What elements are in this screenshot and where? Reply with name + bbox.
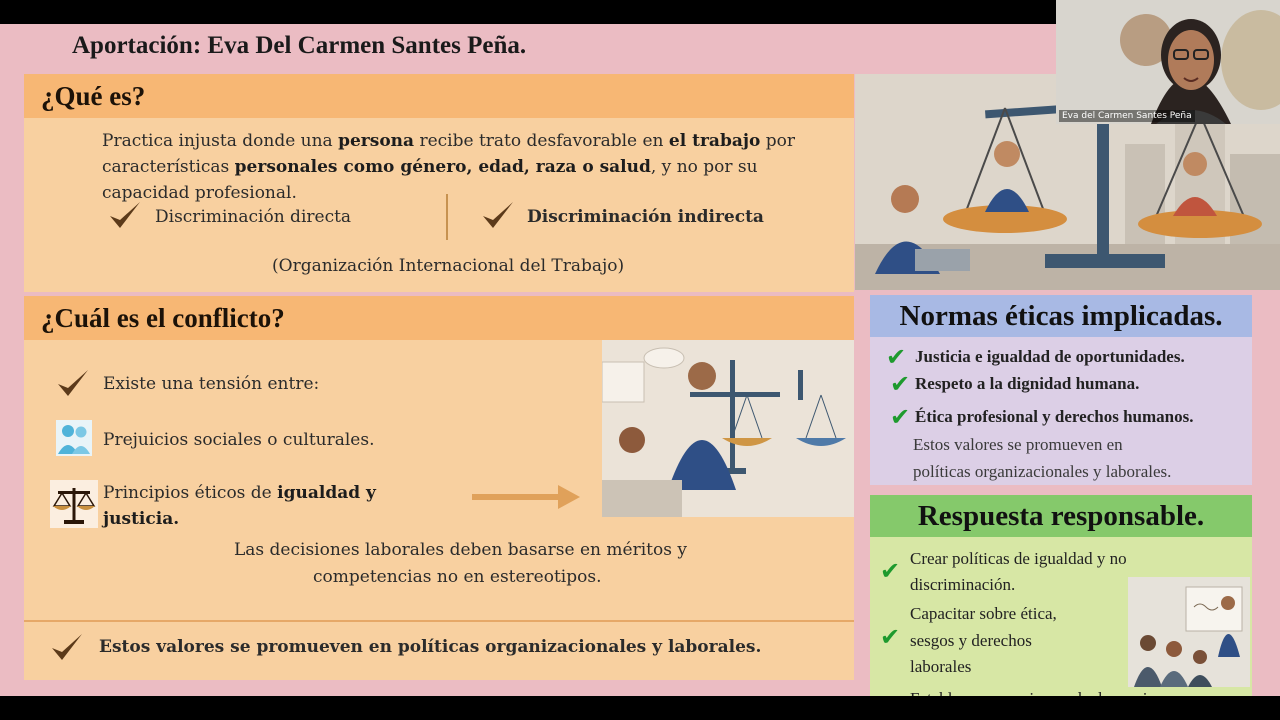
people-icon bbox=[56, 420, 92, 456]
discrimination-indirect: Discriminación indirecta bbox=[527, 207, 764, 227]
respuesta-item-2-line2: sesgos y derechos bbox=[910, 631, 1032, 650]
footer-separator bbox=[24, 620, 854, 622]
slide-title: Aportación: Eva Del Carmen Santes Peña. bbox=[72, 32, 527, 59]
check-icon bbox=[52, 634, 82, 660]
normas-note-line2: políticas organizacionales y laborales. bbox=[913, 462, 1172, 481]
arrow-right-icon bbox=[472, 485, 580, 509]
respuesta-item-2-line1: Capacitar sobre ética, bbox=[910, 604, 1057, 623]
participant-name-label: Eva del Carmen Santes Peña bbox=[1059, 110, 1195, 122]
normas-item-1: Justicia e igualdad de oportunidades. bbox=[915, 347, 1185, 366]
participant-video-tile[interactable]: Eva del Carmen Santes Peña bbox=[1056, 0, 1280, 124]
definition-text: Practica injusta donde una persona recib… bbox=[102, 128, 822, 206]
tension-text: Existe una tensión entre: bbox=[103, 374, 320, 394]
discrimination-direct: Discriminación directa bbox=[155, 207, 352, 227]
decision-text-line1: Las decisiones laborales deben basarse e… bbox=[234, 540, 687, 560]
respuesta-heading: Respuesta responsable. bbox=[870, 495, 1252, 537]
que-es-card: ¿Qué es? Practica injusta donde una pers… bbox=[24, 74, 854, 292]
check-icon: ✔ bbox=[890, 403, 911, 431]
respuesta-item-1-line1: Crear políticas de igualdad y no bbox=[910, 549, 1127, 568]
definition-part: el trabajo bbox=[668, 131, 761, 151]
presentation-slide: Aportación: Eva Del Carmen Santes Peña. … bbox=[0, 24, 1280, 696]
scales-icon bbox=[50, 480, 98, 528]
normas-note-line1: Estos valores se promueven en bbox=[913, 435, 1123, 454]
check-icon bbox=[483, 202, 513, 228]
respuesta-panel: Respuesta responsable. ✔ Crear políticas… bbox=[870, 495, 1252, 696]
decision-text-line2: competencias no en estereotipos. bbox=[313, 567, 602, 587]
respuesta-item-2-line3: laborales bbox=[910, 657, 972, 676]
definition-part: recibe trato desfavorable en bbox=[414, 131, 669, 151]
values-footer: Estos valores se promueven en políticas … bbox=[99, 637, 762, 657]
check-icon: ✔ bbox=[880, 623, 901, 651]
check-icon: ✔ bbox=[880, 557, 901, 585]
check-icon bbox=[58, 370, 88, 396]
normas-panel: Normas éticas implicadas. ✔ Justicia e i… bbox=[870, 295, 1252, 485]
check-icon: ✔ bbox=[890, 370, 911, 398]
check-icon bbox=[110, 202, 140, 228]
source-citation: (Organización Internacional del Trabajo) bbox=[272, 256, 625, 276]
respuesta-item-1-line2: discriminación. bbox=[910, 575, 1016, 594]
definition-part: por características bbox=[102, 131, 795, 177]
training-illustration bbox=[1128, 577, 1250, 687]
participant-video-feed bbox=[1056, 0, 1280, 124]
respuesta-item-3-partial: Establecer mecanismos de denuncia bbox=[910, 685, 1155, 696]
normas-item-2: Respeto a la dignidad humana. bbox=[915, 374, 1140, 393]
check-icon: ✔ bbox=[886, 343, 907, 371]
definition-part: Practica injusta donde una bbox=[102, 131, 339, 151]
principles-bold: igualdad y justicia. bbox=[103, 483, 376, 529]
workplace-conflict-illustration bbox=[602, 340, 854, 517]
normas-item-3: Ética profesional y derechos humanos. bbox=[915, 407, 1194, 426]
principles-text: Principios éticos de igualdad y justicia… bbox=[103, 480, 403, 532]
principles-prefix: Principios éticos de bbox=[103, 483, 278, 503]
definition-part: persona bbox=[338, 131, 415, 151]
types-divider bbox=[446, 194, 448, 240]
conflicto-heading: ¿Cuál es el conflicto? bbox=[24, 296, 854, 340]
definition-part: personales como género, edad, raza o sal… bbox=[234, 157, 651, 177]
normas-heading: Normas éticas implicadas. bbox=[870, 295, 1252, 337]
prejudice-text: Prejuicios sociales o culturales. bbox=[103, 430, 375, 450]
definition-part: , y no por su capacidad profesional. bbox=[102, 157, 758, 203]
conflicto-card: ¿Cuál es el conflicto? Existe una tensió… bbox=[24, 296, 854, 680]
que-es-heading: ¿Qué es? bbox=[24, 74, 854, 118]
